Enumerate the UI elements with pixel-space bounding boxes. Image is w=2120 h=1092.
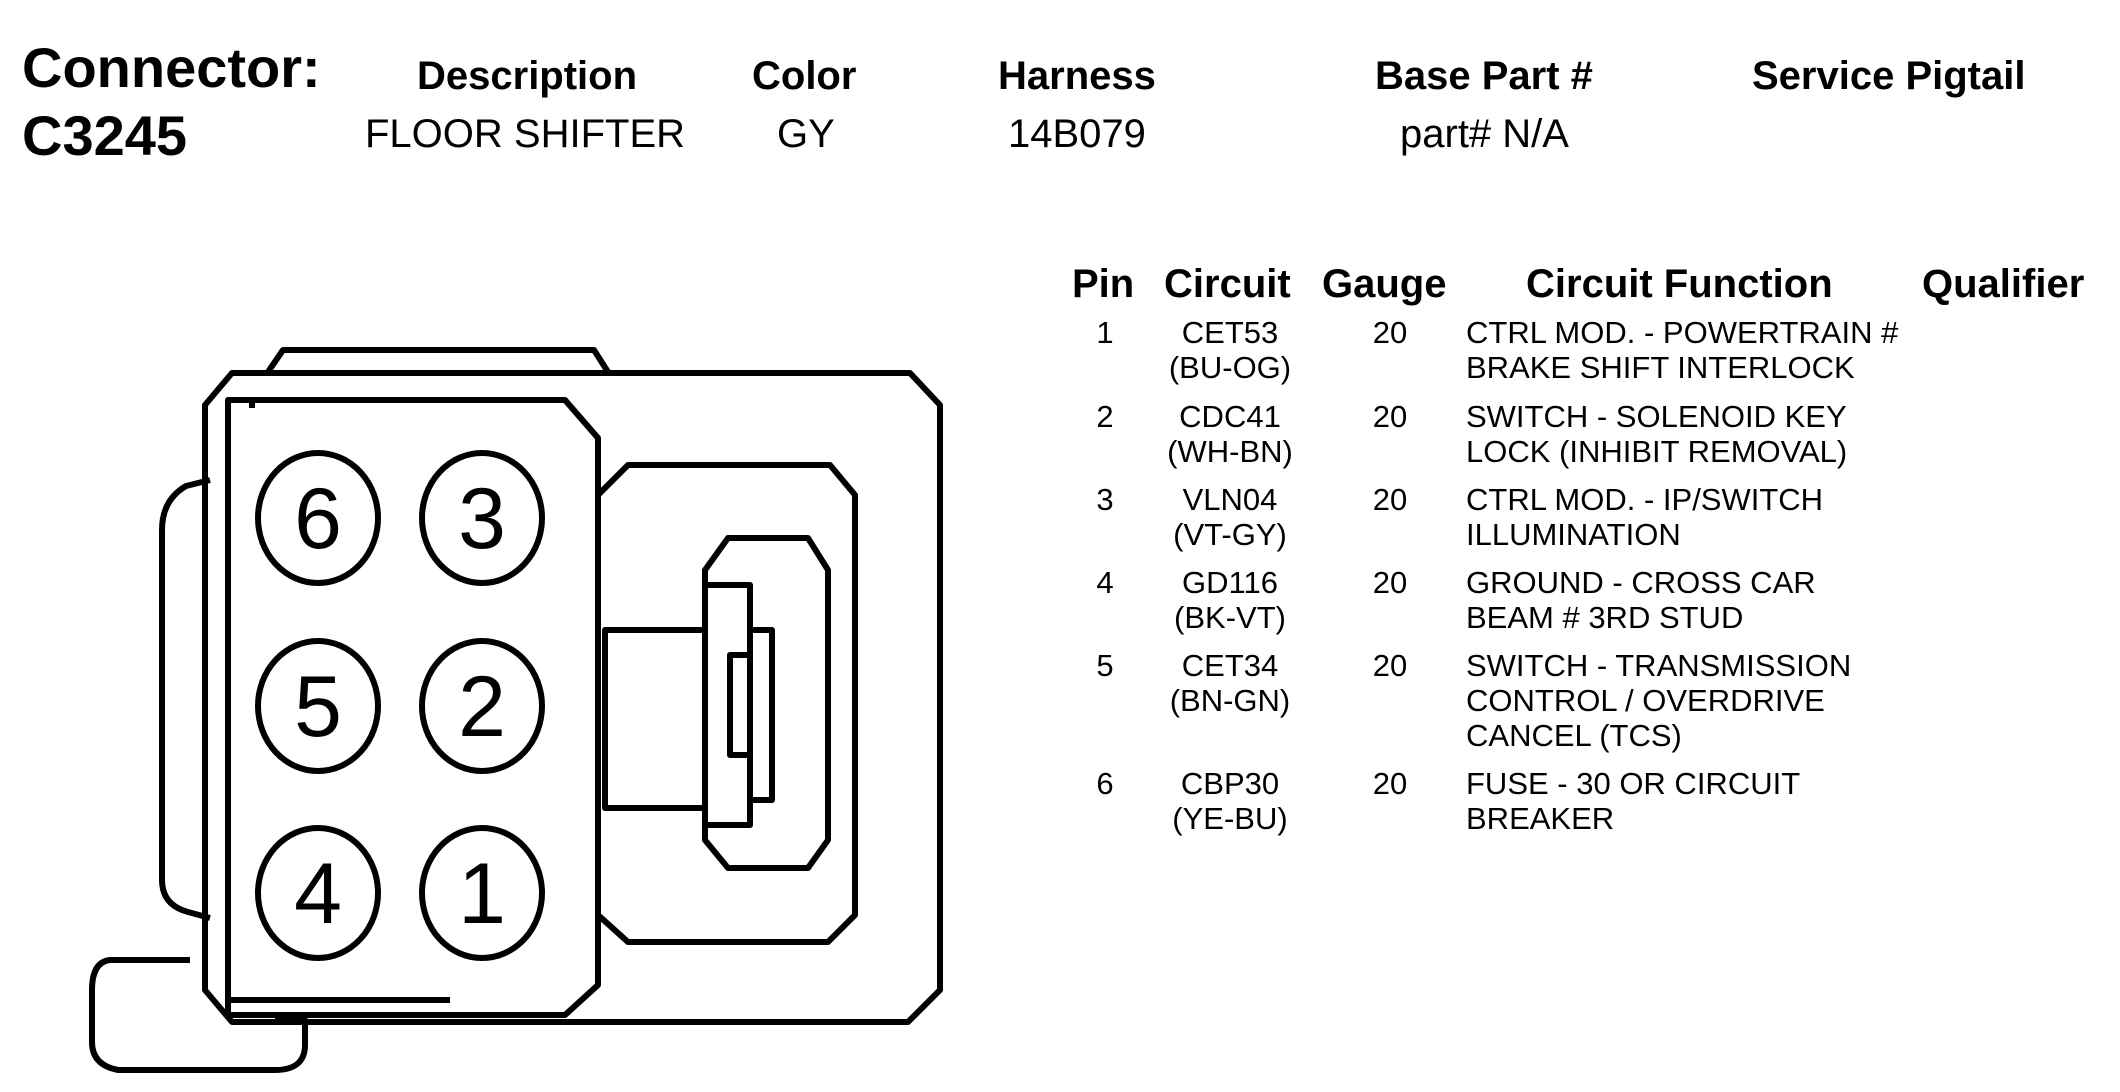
value-color: GY [777, 112, 835, 156]
connector-id: C3245 [22, 104, 188, 167]
wire-gauge: 20 [1372, 648, 1408, 683]
col-header-circuit: Circuit [1164, 262, 1291, 306]
wire-color: (BK-VT) [1174, 600, 1286, 635]
pin-number: 3 [1096, 482, 1114, 517]
pin-4-circle [255, 825, 381, 961]
col-header-circuit-function: Circuit Function [1526, 262, 1833, 306]
circuit-function-line: GROUND - CROSS CAR [1466, 565, 1816, 600]
circuit-id: CBP30 [1180, 766, 1280, 801]
circuit-function-line: CANCEL (TCS) [1466, 718, 1682, 753]
pin-label-5: 5 [294, 659, 342, 755]
latch-plunger [602, 627, 708, 811]
pin-1-circle [419, 825, 545, 961]
circuit-function-line: SWITCH - TRANSMISSION [1466, 648, 1852, 683]
circuit-function-line: CTRL MOD. - IP/SWITCH [1466, 482, 1824, 517]
pin-5-circle [255, 638, 381, 774]
pin-label-1: 1 [458, 846, 506, 942]
pin-circles [255, 450, 545, 961]
header-service-pigtail: Service Pigtail [1752, 54, 2026, 98]
latch-cage [702, 535, 831, 871]
circuit-id: CDC41 [1179, 399, 1281, 434]
pin-label-4: 4 [294, 846, 342, 942]
pin-label-3: 3 [458, 471, 506, 567]
wire-gauge: 20 [1372, 565, 1408, 600]
circuit-function-line: BEAM # 3RD STUD [1466, 600, 1744, 635]
wire-gauge: 20 [1372, 766, 1408, 801]
pin-2-circle [419, 638, 545, 774]
connector-body [202, 370, 943, 1025]
pin-number: 1 [1096, 315, 1114, 350]
wire-color: (BU-OG) [1168, 350, 1292, 385]
header-description: Description [417, 54, 638, 98]
circuit-function-line: BRAKE SHIFT INTERLOCK [1466, 350, 1855, 385]
circuit-function-line: CTRL MOD. - POWERTRAIN # [1466, 315, 1899, 350]
value-harness: 14B079 [1008, 112, 1146, 156]
pin-housing [225, 397, 601, 1018]
col-header-pin: Pin [1072, 262, 1135, 306]
circuit-function-line: SWITCH - SOLENOID KEY [1466, 399, 1847, 434]
value-base-part: part# N/A [1400, 112, 1569, 156]
connector-face-diagram: 6 3 5 2 4 1 [89, 347, 943, 1073]
circuit-function-line: CONTROL / OVERDRIVE [1466, 683, 1825, 718]
wire-gauge: 20 [1372, 482, 1408, 517]
wire-color: (BN-GN) [1169, 683, 1291, 718]
left-latch [159, 477, 211, 921]
pin-number: 6 [1096, 766, 1114, 801]
latch-tip [747, 627, 775, 803]
value-description: FLOOR SHIFTER [365, 112, 686, 156]
pin-6-circle [255, 450, 381, 586]
circuit-function-line: ILLUMINATION [1466, 517, 1681, 552]
circuit-function-line: FUSE - 30 OR CIRCUIT [1466, 766, 1801, 801]
bottom-hook [89, 957, 308, 1073]
wire-gauge: 20 [1372, 399, 1408, 434]
col-header-gauge: Gauge [1322, 262, 1447, 306]
header-base-part: Base Part # [1375, 54, 1593, 98]
circuit-function-line: BREAKER [1466, 801, 1615, 836]
header-color: Color [752, 54, 857, 98]
wire-color: (VT-GY) [1173, 517, 1287, 552]
top-tab [265, 347, 611, 374]
header-harness: Harness [998, 54, 1156, 98]
pin-number: 2 [1096, 399, 1114, 434]
wire-gauge: 20 [1372, 315, 1408, 350]
wire-color: (YE-BU) [1172, 801, 1288, 836]
circuit-function-line: LOCK (INHIBIT REMOVAL) [1466, 434, 1848, 469]
circuit-id: CET34 [1181, 648, 1279, 683]
circuit-id: VLN04 [1182, 482, 1278, 517]
circuit-id: GD116 [1182, 565, 1278, 600]
pin-3-circle [419, 450, 545, 586]
col-header-qualifier: Qualifier [1922, 262, 2085, 306]
pin-label-6: 6 [294, 471, 342, 567]
circuit-id: CET53 [1181, 315, 1279, 350]
keyway-outer [595, 462, 858, 945]
connector-label: Connector: [22, 36, 321, 99]
pin-label-2: 2 [458, 659, 506, 755]
pin-number: 4 [1096, 565, 1114, 600]
pin-number: 5 [1096, 648, 1114, 683]
wire-color: (WH-BN) [1167, 434, 1293, 469]
